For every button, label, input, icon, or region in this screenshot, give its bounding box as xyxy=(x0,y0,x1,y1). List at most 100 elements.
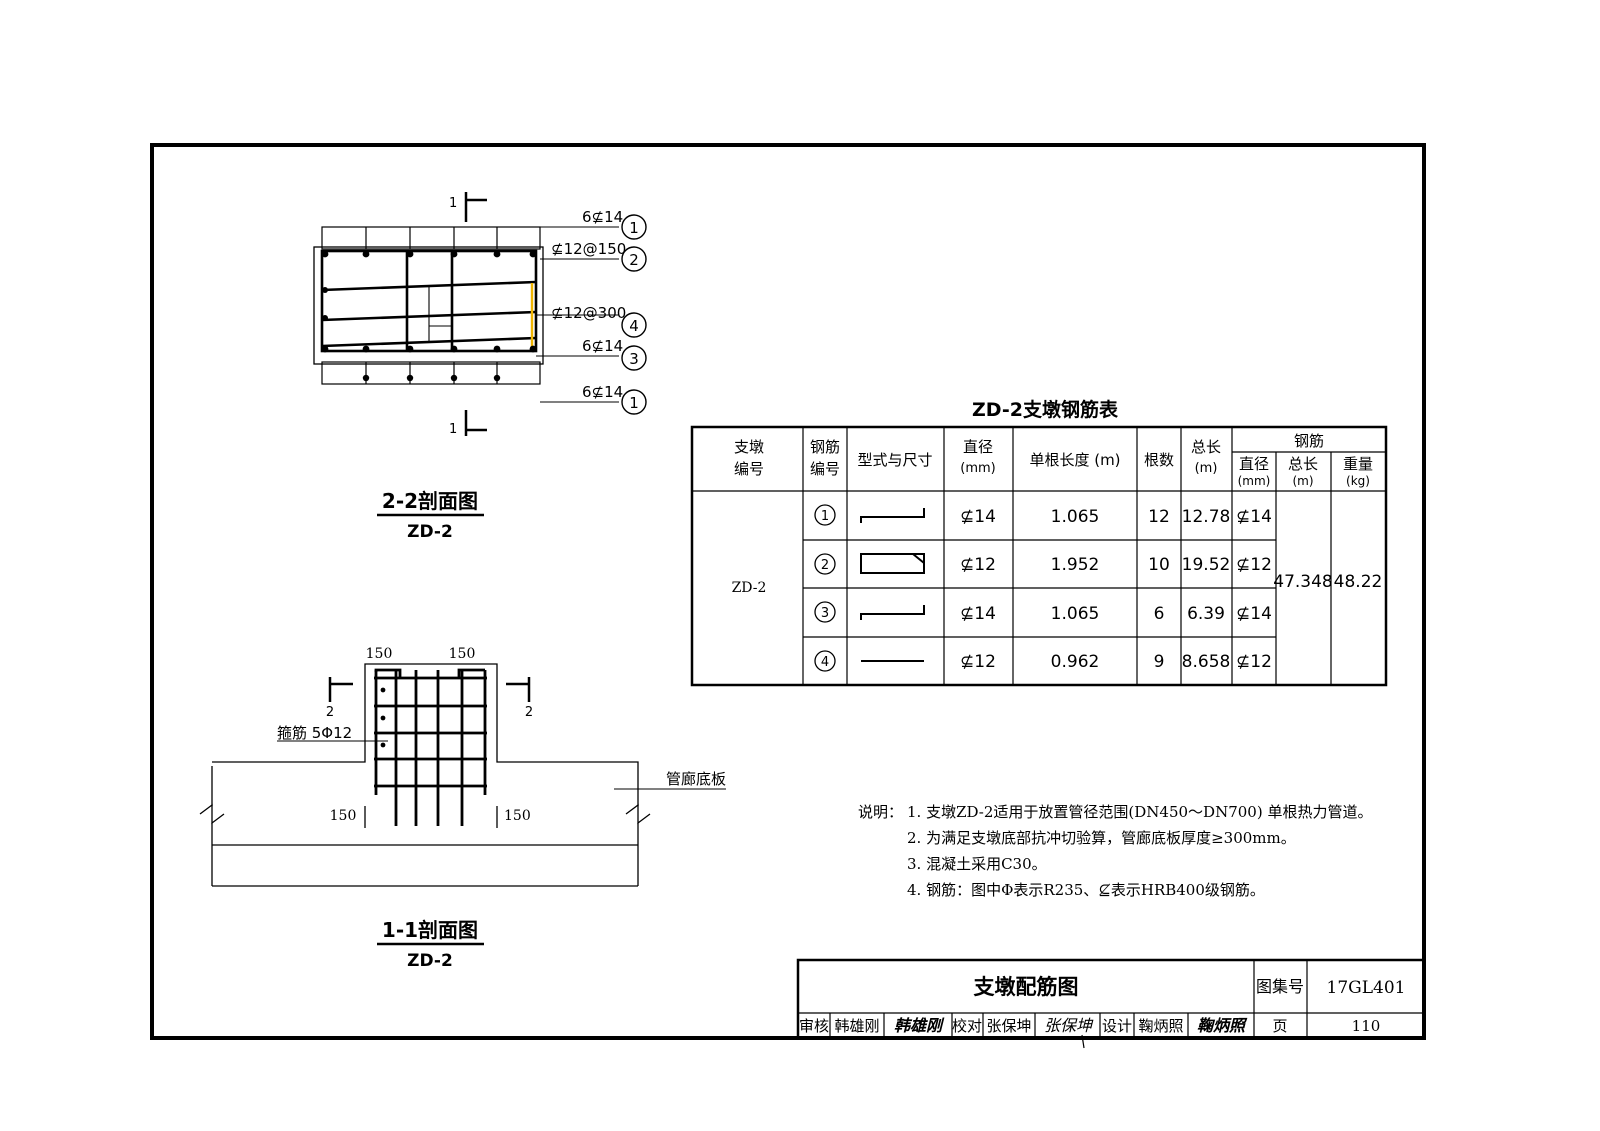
shape-hook-both-icon xyxy=(860,508,925,523)
note-item: 1. 支墩ZD-2适用于放置管径范围(DN450～DN700) 单根热力管道。 xyxy=(907,803,1372,821)
svg-text:3: 3 xyxy=(629,350,639,368)
design-label: 设计 xyxy=(1102,1017,1132,1035)
notes-prefix: 说明： xyxy=(858,803,903,821)
sheet-border xyxy=(150,143,1426,1040)
dim-top-left: 150 xyxy=(366,646,393,662)
pier-id-cell: ZD-2 xyxy=(732,580,767,596)
header-sub-total: 总长(m) xyxy=(1288,455,1318,488)
svg-text:1: 1 xyxy=(821,509,829,524)
cut-mark-2-left xyxy=(328,677,353,702)
header-diameter: 直径(mm) xyxy=(960,438,995,476)
break-right xyxy=(625,803,651,825)
cut-mark-label: 2 xyxy=(326,705,334,720)
top-rebar-row xyxy=(321,226,541,250)
svg-text:4: 4 xyxy=(821,655,829,670)
cell-count: 6 xyxy=(1154,604,1165,624)
pier-slab-outline xyxy=(211,663,639,886)
check-signature: 张保坤 xyxy=(1044,1016,1094,1035)
header-count: 根数 xyxy=(1144,451,1174,469)
rebar-cage xyxy=(374,668,487,826)
section-2-2-subtitle: ZD-2 xyxy=(407,522,453,542)
cell-total: 19.52 xyxy=(1182,555,1231,575)
cell-sum-dia: ⊈14 xyxy=(1236,507,1272,527)
drawing-title: 支墩配筋图 xyxy=(974,975,1079,999)
table-row: 2 ⊈12 1.952 10 19.52 ⊈12 xyxy=(814,553,1272,575)
section-1-1-title: 1-1剖面图 xyxy=(382,918,478,942)
section-1-1: 150 150 2 2 xyxy=(199,646,726,971)
review-label: 审核 xyxy=(799,1017,829,1035)
rebar-table-title: ZD-2支墩钢筋表 xyxy=(972,398,1119,421)
break-left xyxy=(199,803,225,825)
svg-text:2: 2 xyxy=(821,558,829,573)
cell-sum-dia: ⊈12 xyxy=(1236,555,1272,575)
check-label: 校对 xyxy=(952,1017,982,1035)
cut-mark-top: 1 xyxy=(449,192,487,222)
cell-unit-len: 1.952 xyxy=(1051,555,1100,575)
pier-outline xyxy=(313,246,544,365)
cell-sum-dia: ⊈12 xyxy=(1236,652,1272,672)
cut-mark-label: 1 xyxy=(449,196,457,211)
table-row: 4 ⊈12 0.962 9 8.658 ⊈12 xyxy=(814,650,1272,672)
table-row: 3 ⊈14 1.065 6 6.39 ⊈14 xyxy=(814,601,1272,624)
callout-circles: 1 2 4 3 1 xyxy=(621,214,647,415)
title-block: 支墩配筋图 图集号 17GL401 审核 韩雄刚 韩雄刚 校对 张保坤 张保坤 … xyxy=(796,958,1426,1049)
notes: 说明： 1. 支墩ZD-2适用于放置管径范围(DN450～DN700) 单根热力… xyxy=(858,803,1372,899)
slab-label: 管廊底板 xyxy=(666,770,726,788)
rebar-table: ZD-2支墩钢筋表 支墩编号 钢筋编号 型式与尺寸 xyxy=(690,398,1388,687)
cell-unit-len: 1.065 xyxy=(1051,507,1100,527)
cell-total: 12.78 xyxy=(1182,507,1231,527)
design-signature: 鞠炳照 xyxy=(1197,1016,1248,1035)
cell-total: 8.658 xyxy=(1182,652,1231,672)
note-item: 4. 钢筋：图中Φ表示R235、⊈表示HRB400级钢筋。 xyxy=(907,881,1265,899)
cut-mark-label: 2 xyxy=(525,705,533,720)
section-2-2: 1 1 xyxy=(313,192,647,542)
svg-text:1: 1 xyxy=(629,394,639,412)
cell-dia: ⊈14 xyxy=(960,507,996,527)
header-sub-weight: 重量(kg) xyxy=(1343,455,1373,488)
svg-text:2: 2 xyxy=(629,251,639,269)
bottom-rebar-row xyxy=(321,361,541,385)
cell-count: 9 xyxy=(1154,652,1165,672)
dim-top-right: 150 xyxy=(449,646,476,662)
note-item: 2. 为满足支墩底部抗冲切验算，管廊底板厚度≥300mm。 xyxy=(907,829,1296,847)
cut-mark-label: 1 xyxy=(449,422,457,437)
header-sub-diameter: 直径(mm) xyxy=(1238,455,1271,488)
shape-hook-both-icon xyxy=(860,605,925,620)
section-1-1-subtitle: ZD-2 xyxy=(407,951,453,971)
review-signature: 韩雄刚 xyxy=(894,1016,945,1035)
section-2-2-title: 2-2剖面图 xyxy=(382,489,478,513)
atlas-label: 图集号 xyxy=(1256,977,1304,996)
header-total-length: 总长(m) xyxy=(1191,438,1221,476)
page-no: 110 xyxy=(1352,1017,1381,1035)
rebar-table-rows: 1 ⊈14 1.065 12 12.78 ⊈14 2 ⊈12 1.952 10 … xyxy=(814,504,1272,672)
stirrup-label: 箍筋 5Φ12 xyxy=(277,724,352,742)
dim-bottom-right: 150 xyxy=(504,808,531,824)
callout-label: 6⊈14 xyxy=(582,208,623,226)
note-item: 3. 混凝土采用C30。 xyxy=(907,855,1047,873)
cell-total: 6.39 xyxy=(1187,604,1225,624)
rebar-table-header: 支墩编号 钢筋编号 型式与尺寸 直径(mm) 单根长度 (m) 根数 总长(m)… xyxy=(734,432,1373,488)
cell-sum-dia: ⊈14 xyxy=(1236,604,1272,624)
review-name: 韩雄刚 xyxy=(834,1017,879,1035)
header-pier-no: 支墩编号 xyxy=(734,438,764,478)
cell-unit-len: 0.962 xyxy=(1051,652,1100,672)
table-row: 1 ⊈14 1.065 12 12.78 ⊈14 xyxy=(814,504,1272,527)
rebar-dots xyxy=(321,250,537,382)
cut-mark-bottom: 1 xyxy=(449,410,487,437)
svg-text:4: 4 xyxy=(629,317,639,335)
cell-unit-len: 1.065 xyxy=(1051,604,1100,624)
header-bar-no: 钢筋编号 xyxy=(810,438,840,478)
cell-dia: ⊈12 xyxy=(960,555,996,575)
callout-label: 6⊈14 xyxy=(582,383,623,401)
shape-stirrup-icon xyxy=(860,553,925,574)
cell-dia: ⊈14 xyxy=(960,604,996,624)
page-label: 页 xyxy=(1272,1017,1287,1035)
sum-total-length: 47.348 xyxy=(1273,572,1332,592)
cell-dia: ⊈12 xyxy=(960,652,996,672)
callout-label: ⊈12@150 xyxy=(551,240,626,258)
svg-text:1: 1 xyxy=(629,219,639,237)
callout-label: 6⊈14 xyxy=(582,337,623,355)
cell-count: 12 xyxy=(1148,507,1170,527)
check-name: 张保坤 xyxy=(986,1017,1031,1035)
